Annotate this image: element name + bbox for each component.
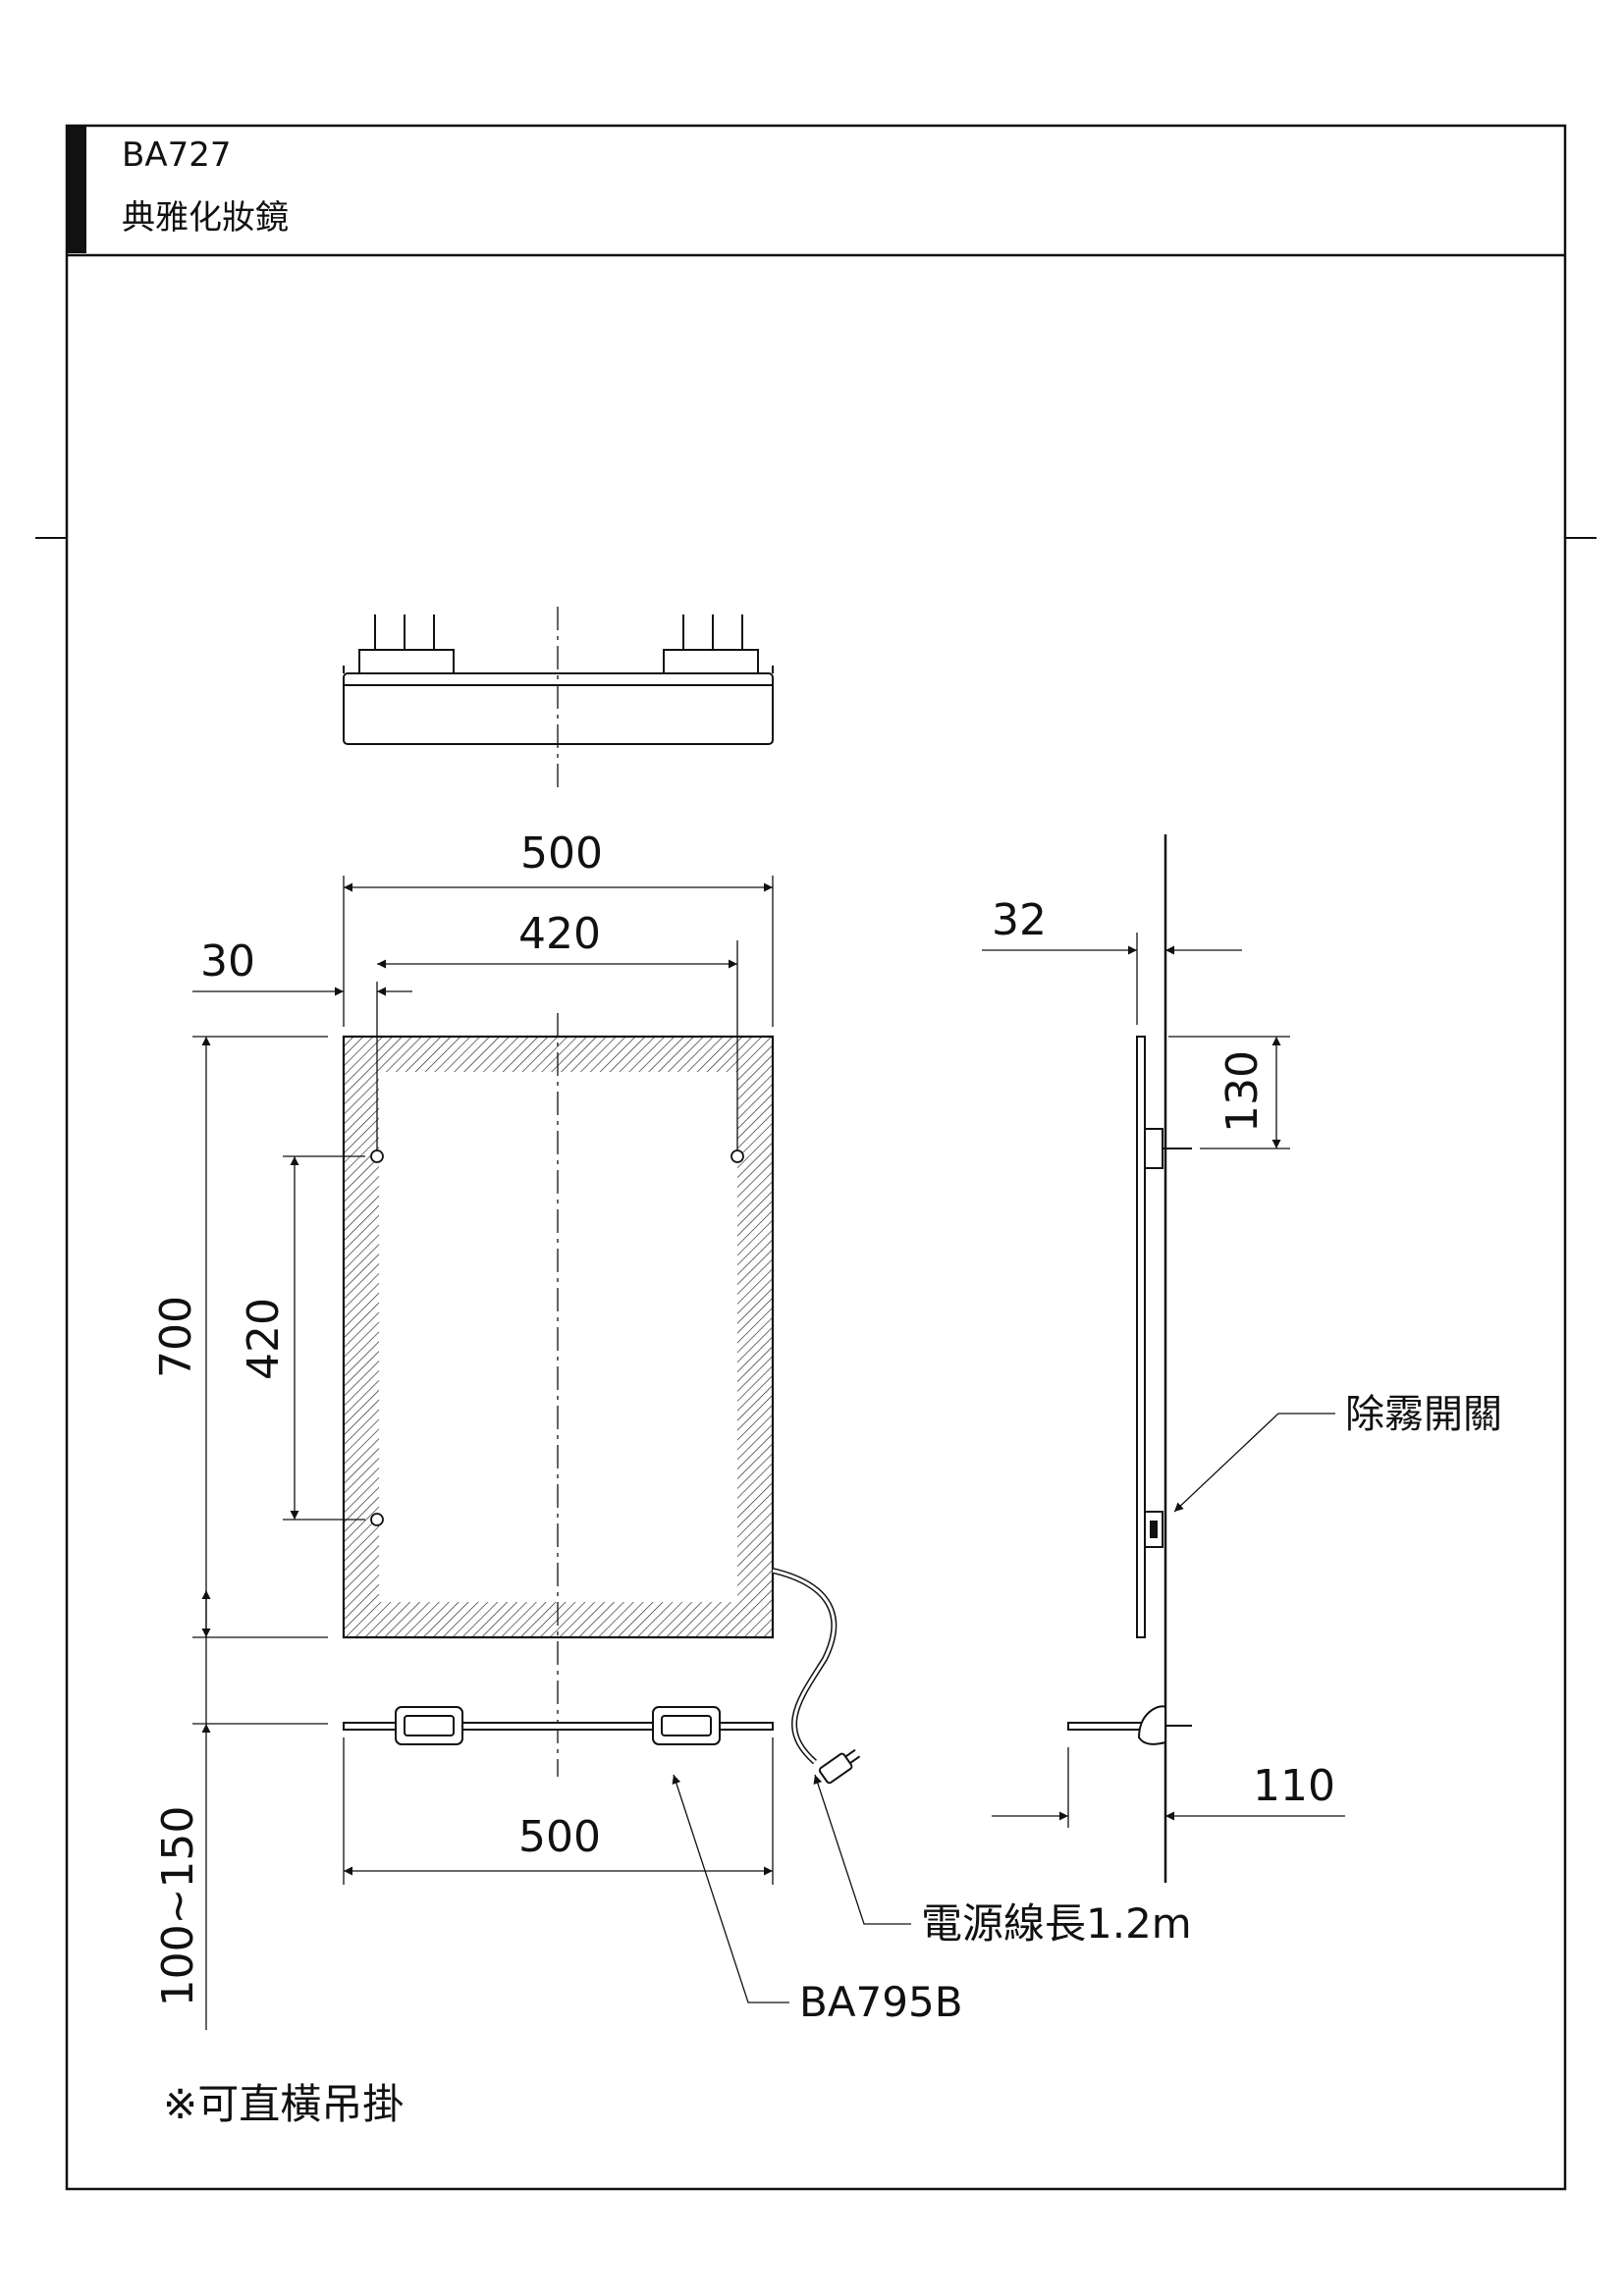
dim-shelf-depth-label: 110 <box>1253 1761 1335 1811</box>
dim-shelf-width-label: 500 <box>518 1812 601 1862</box>
top-view <box>343 607 774 793</box>
product-name: 典雅化妝鏡 <box>122 198 289 238</box>
leader-shelf-model <box>672 1774 789 2003</box>
side-view <box>1067 834 1192 1883</box>
mounting-hole-top-left <box>370 1149 384 1163</box>
dim-shelf-depth <box>992 1747 1345 1828</box>
dim-shelf-gap-label: 100~150 <box>153 1806 203 2007</box>
side-mirror-body <box>1136 1036 1146 1638</box>
dim-mirror-width <box>343 876 774 1027</box>
dim-switch-offset-label: 130 <box>1217 1050 1268 1133</box>
leader-power-cord <box>813 1774 911 1925</box>
dim-switch-offset <box>1168 1036 1290 1149</box>
top-view-bracket-left <box>358 649 455 674</box>
top-view-bracket-right <box>663 649 759 674</box>
power-cord-label: 電源線長1.2m <box>921 1899 1192 1948</box>
side-bracket <box>1144 1128 1163 1169</box>
dim-shelf-width <box>343 1737 774 1885</box>
leader-defog-switch <box>1173 1413 1335 1513</box>
dim-hole-spacing-v-label: 420 <box>239 1298 289 1380</box>
defog-switch-label: 除霧開關 <box>1345 1392 1502 1437</box>
mounting-hole-top-right <box>730 1149 744 1163</box>
shelf-front-view <box>343 1706 774 1745</box>
dim-edge-offset-label: 30 <box>200 936 255 987</box>
side-shelf-bracket <box>1137 1705 1166 1745</box>
dim-mirror-height-label: 700 <box>151 1296 201 1378</box>
dim-hole-spacing-v <box>283 1155 365 1521</box>
dim-depth-label: 32 <box>992 895 1047 945</box>
model-number: BA727 <box>122 135 232 175</box>
dim-hole-spacing-h-label: 420 <box>518 909 601 959</box>
title-block: BA727 典雅化妝鏡 <box>67 126 1565 253</box>
front-view <box>342 940 861 1785</box>
dim-mirror-width-label: 500 <box>520 828 603 879</box>
shelf-model-label: BA795B <box>799 1978 963 2026</box>
title-bar-marker <box>67 126 86 253</box>
mounting-note: ※可直橫吊掛 <box>163 2080 404 2128</box>
dim-mirror-height <box>192 1036 328 1638</box>
page-border <box>65 124 1567 2191</box>
power-plug <box>818 1748 861 1785</box>
dim-depth <box>982 933 1242 1025</box>
dim-shelf-gap <box>192 1590 328 2030</box>
mounting-hole-bottom-left <box>370 1513 384 1526</box>
